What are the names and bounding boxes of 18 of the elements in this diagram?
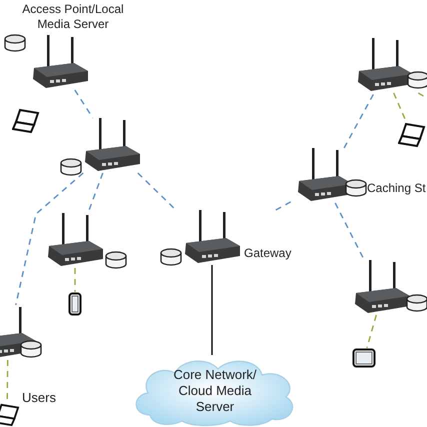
wireless-link bbox=[74, 268, 76, 292]
laptop-icon bbox=[398, 122, 426, 148]
laptop-icon bbox=[12, 108, 40, 134]
device-label: Gateway bbox=[244, 246, 292, 261]
phone-icon bbox=[68, 292, 82, 316]
device-label: Caching St bbox=[367, 181, 427, 196]
cloud-label: Core Network/ Cloud Media Server bbox=[172, 367, 258, 415]
wireless-link bbox=[137, 172, 176, 210]
wireless-link bbox=[74, 90, 94, 118]
wireless-link bbox=[366, 314, 377, 348]
laptop-icon bbox=[0, 403, 20, 427]
phone-icon bbox=[352, 348, 376, 368]
device-label: Access Point/Local Media Server bbox=[21, 2, 125, 32]
users-label: Users bbox=[22, 390, 56, 405]
wireless-link bbox=[343, 92, 375, 148]
wireless-link bbox=[15, 172, 84, 306]
wireless-link bbox=[334, 202, 365, 260]
cable-line bbox=[211, 265, 213, 355]
